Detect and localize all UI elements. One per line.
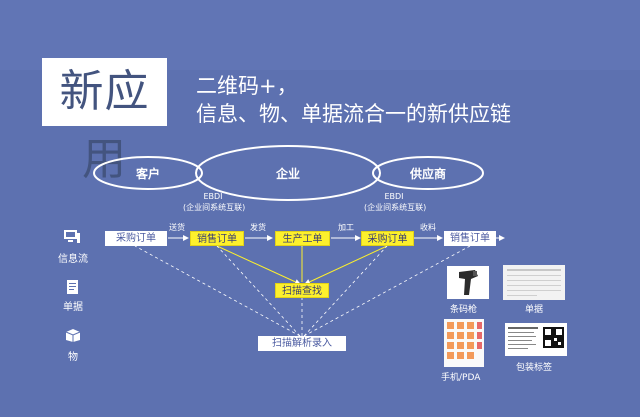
document-photo [503, 265, 565, 300]
label-package-label: 包装标签 [516, 363, 553, 373]
headline-line-1: 二维码+， [196, 74, 298, 98]
document-icon [66, 279, 80, 295]
flow-box-purchase-order-2: 采购订单 [361, 231, 414, 246]
edge-label-process: 加工 [338, 223, 354, 232]
node-customer-label: 客户 [135, 167, 160, 181]
label-scanner: 条码枪 [450, 305, 478, 315]
monitor-icon [63, 229, 81, 245]
flow-box-sales-order-2: 销售订单 [444, 231, 496, 246]
flow-box-production-order: 生产工单 [275, 231, 330, 246]
dash-entry-to-purchase-right [303, 245, 388, 337]
edge-label-receive: 收料 [420, 223, 436, 232]
edge-label-ship: 发货 [250, 223, 266, 232]
box-icon [64, 327, 82, 343]
left-label-document: 单据 [63, 302, 83, 313]
label-document: 单据 [525, 305, 544, 315]
left-label-goods: 物 [68, 352, 78, 363]
ebdi-left-line2: (企业间系统互联) [183, 203, 246, 212]
ebdi-left: EBDI (企业间系统互联) [183, 191, 246, 213]
node-enterprise-label: 企业 [275, 167, 300, 181]
dash-entry-to-sales-right [303, 245, 471, 337]
dash-entry-to-sales [216, 245, 301, 337]
headline-line-2: 信息、物、单据流合一的新供应链 [196, 102, 511, 126]
scan-entry-box: 扫描解析录入 [258, 336, 346, 351]
supplier-ellipse [372, 156, 484, 190]
ebdi-right: EBDI (企业间系统互联) [364, 191, 427, 213]
link-sales-to-lookup [216, 245, 301, 285]
link-purchase-to-lookup [304, 245, 388, 285]
flow-box-sales-order: 销售订单 [190, 231, 244, 246]
phone-pda-photo [444, 319, 484, 367]
label-phone-pda: 手机/PDA [441, 373, 481, 383]
enterprise-ellipse [195, 145, 381, 201]
left-label-information-flow: 信息流 [58, 254, 88, 265]
node-supplier-label: 供应商 [409, 167, 446, 181]
edge-label-deliver: 送货 [169, 223, 185, 232]
customer-ellipse [93, 156, 203, 190]
ebdi-left-line1: EBDI [203, 192, 223, 201]
barcode-scanner-photo [447, 266, 489, 299]
page-title: 新应用 [42, 58, 167, 185]
package-label-photo [505, 323, 567, 356]
scan-lookup-box: 扫描查找 [275, 283, 329, 298]
dash-entry-to-purchase-left [134, 245, 301, 337]
ebdi-right-line1: EBDI [384, 192, 404, 201]
flow-box-purchase-order: 采购订单 [105, 231, 167, 246]
ebdi-right-line2: (企业间系统互联) [364, 203, 427, 212]
